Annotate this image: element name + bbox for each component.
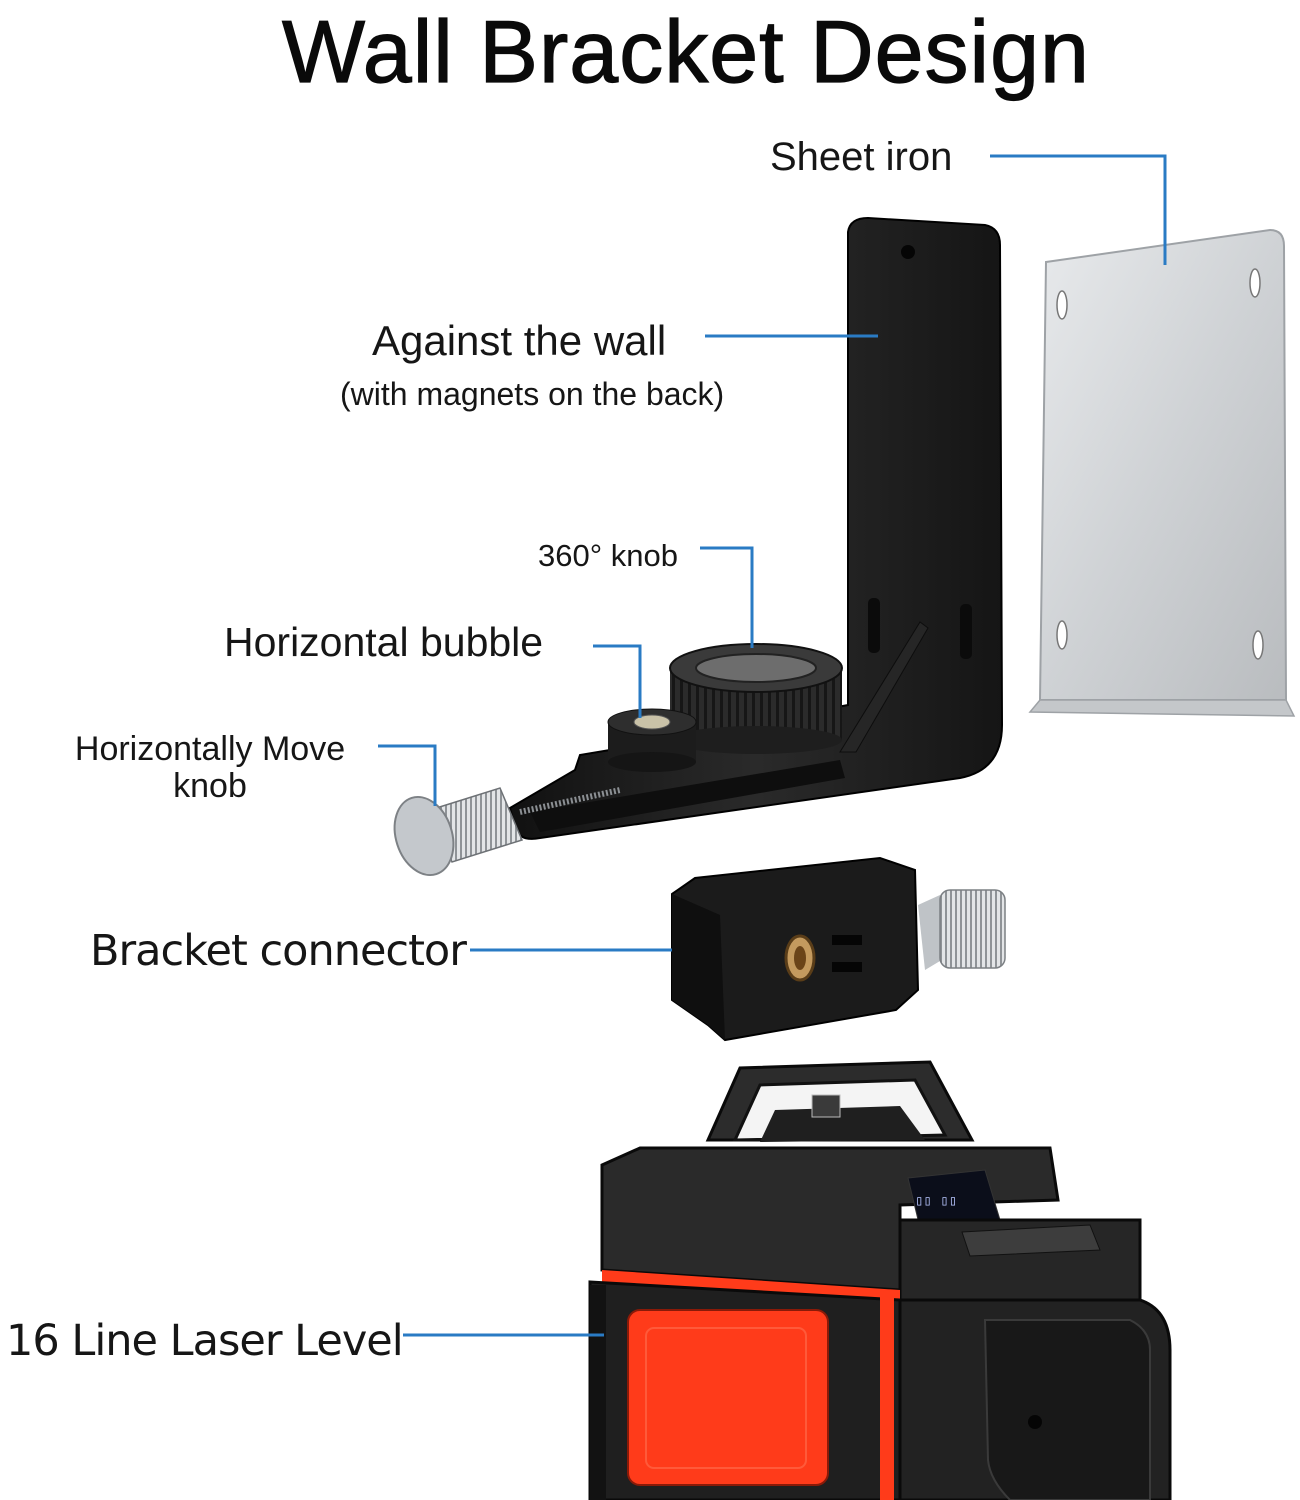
callout-horizontal-move-line2: knob <box>173 767 247 806</box>
bracket-connector-part <box>671 856 1006 1042</box>
callout-horizontal-move-line1: Horizontally Move <box>74 730 346 768</box>
callout-bracket-connector: Bracket connector <box>90 926 467 976</box>
horizontal-move-knob <box>393 787 524 877</box>
rotation-knob <box>669 643 843 754</box>
laser-level-device: ▯▯ ▯▯ <box>588 1060 1172 1500</box>
leader-horizontal-move <box>378 744 437 806</box>
leader-sheet-iron <box>990 154 1167 265</box>
leader-lines <box>378 154 1167 1337</box>
page-title: Wall Bracket Design <box>281 1 1090 101</box>
callout-laser-level: 16 Line Laser Level <box>6 1316 404 1366</box>
leader-horizontal-bubble <box>593 644 642 718</box>
bubble-vial <box>607 708 697 772</box>
device-display-text: ▯▯ ▯▯ <box>915 1193 957 1209</box>
callout-360-knob: 360° knob <box>538 538 678 573</box>
callout-sheet-iron: Sheet iron <box>770 135 953 179</box>
sheet-iron-plate <box>1028 228 1296 717</box>
callout-against-wall-note: (with magnets on the back) <box>340 376 725 412</box>
callout-horizontal-move-knob: Horizontally Move knob <box>40 730 380 806</box>
callout-against-wall: Against the wall <box>372 317 667 364</box>
wall-bracket <box>508 216 1004 840</box>
callout-horizontal-bubble: Horizontal bubble <box>224 619 544 665</box>
leader-360-knob <box>700 546 754 648</box>
